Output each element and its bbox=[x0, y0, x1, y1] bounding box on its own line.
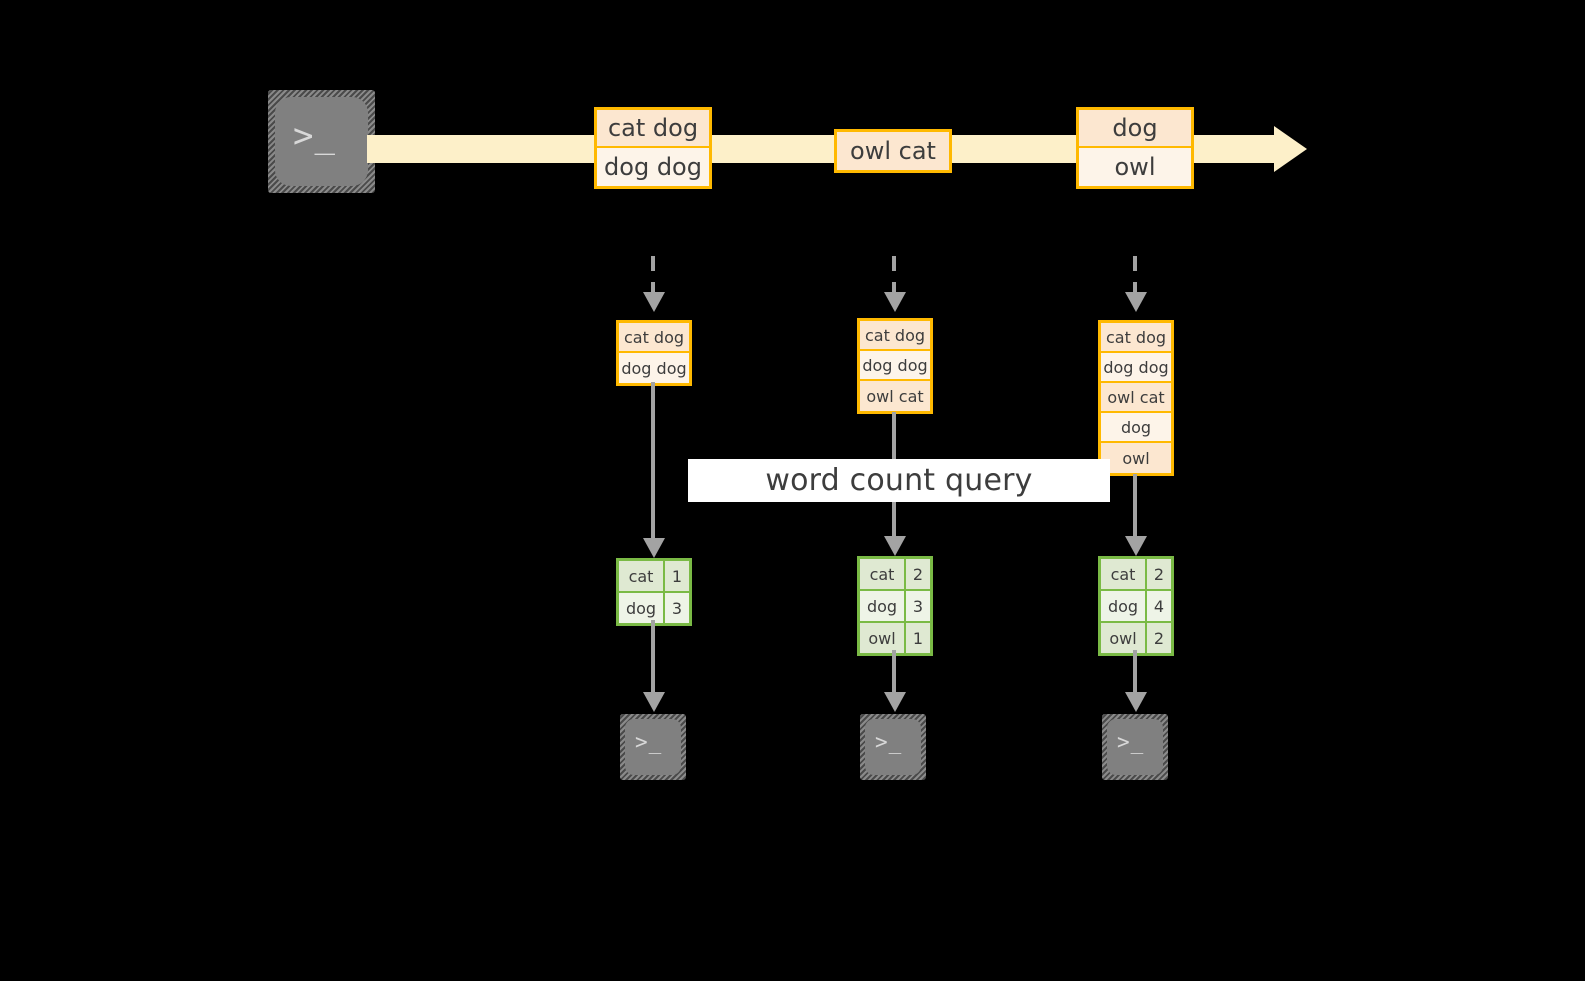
terminal-face: >_ bbox=[1107, 719, 1163, 775]
snapshot-3-input-table: cat dog dog dog owl cat dog owl bbox=[1098, 320, 1174, 476]
solid-connector-3b bbox=[1133, 650, 1137, 700]
dashed-connector-2-arrowhead-icon bbox=[884, 292, 906, 312]
snapshot-input-line: dog dog bbox=[619, 353, 689, 383]
terminal-prompt-glyph: >_ bbox=[875, 730, 903, 754]
dashed-connector-1-arrowhead-icon bbox=[643, 292, 665, 312]
result-row: cat 2 bbox=[860, 559, 930, 591]
solid-connector-1a bbox=[651, 382, 655, 550]
stream-batch-line: cat dog bbox=[597, 110, 709, 148]
terminal-prompt-glyph: >_ bbox=[293, 116, 336, 156]
result-row: dog 4 bbox=[1101, 591, 1171, 623]
snapshot-input-line: owl bbox=[1101, 443, 1171, 473]
solid-connector-3a bbox=[1133, 474, 1137, 548]
result-row: dog 3 bbox=[619, 593, 689, 623]
result-word: cat bbox=[860, 559, 906, 589]
result-row: owl 2 bbox=[1101, 623, 1171, 653]
snapshot-1-result-table: cat 1 dog 3 bbox=[616, 558, 692, 626]
snapshot-3-result-table: cat 2 dog 4 owl 2 bbox=[1098, 556, 1174, 656]
terminal-face: >_ bbox=[865, 719, 921, 775]
solid-connector-1a-arrowhead-icon bbox=[643, 538, 665, 558]
dashed-connector-3 bbox=[1133, 256, 1137, 298]
snapshot-input-line: dog dog bbox=[1101, 353, 1171, 383]
result-count: 4 bbox=[1147, 591, 1171, 621]
snapshot-1-sink-terminal-icon: >_ bbox=[620, 714, 686, 780]
snapshot-1-input-table: cat dog dog dog bbox=[616, 320, 692, 386]
result-word: dog bbox=[1101, 591, 1147, 621]
result-count: 3 bbox=[665, 593, 689, 623]
stream-batch-line: dog bbox=[1079, 110, 1191, 148]
result-word: cat bbox=[1101, 559, 1147, 589]
result-word: owl bbox=[1101, 623, 1147, 653]
result-row: dog 3 bbox=[860, 591, 930, 623]
result-count: 2 bbox=[1147, 623, 1171, 653]
terminal-face: >_ bbox=[625, 719, 681, 775]
snapshot-input-line: dog bbox=[1101, 413, 1171, 443]
stream-batch-1: cat dog dog dog bbox=[594, 107, 712, 189]
snapshot-input-line: owl cat bbox=[1101, 383, 1171, 413]
result-count: 2 bbox=[1147, 559, 1171, 589]
stream-batch-line: owl cat bbox=[837, 132, 949, 170]
stream-arrowhead-icon bbox=[1274, 126, 1307, 172]
snapshot-input-line: cat dog bbox=[619, 323, 689, 353]
snapshot-input-line: cat dog bbox=[860, 321, 930, 351]
solid-connector-2b bbox=[892, 650, 896, 700]
result-count: 3 bbox=[906, 591, 930, 621]
snapshot-input-line: cat dog bbox=[1101, 323, 1171, 353]
result-row: cat 2 bbox=[1101, 559, 1171, 591]
dashed-connector-1 bbox=[651, 256, 655, 298]
stream-batch-line: owl bbox=[1079, 148, 1191, 186]
solid-connector-1b bbox=[651, 620, 655, 700]
query-label-text: word count query bbox=[765, 463, 1033, 498]
snapshot-2-input-table: cat dog dog dog owl cat bbox=[857, 318, 933, 414]
result-row: owl 1 bbox=[860, 623, 930, 653]
solid-connector-3b-arrowhead-icon bbox=[1125, 692, 1147, 712]
result-row: cat 1 bbox=[619, 561, 689, 593]
result-count: 1 bbox=[906, 623, 930, 653]
solid-connector-2b-arrowhead-icon bbox=[884, 692, 906, 712]
stream-batch-3: dog owl bbox=[1076, 107, 1194, 189]
snapshot-input-line: owl cat bbox=[860, 381, 930, 411]
stream-batch-line: dog dog bbox=[597, 148, 709, 186]
solid-connector-3a-arrowhead-icon bbox=[1125, 536, 1147, 556]
result-count: 2 bbox=[906, 559, 930, 589]
terminal-prompt-glyph: >_ bbox=[1117, 730, 1145, 754]
result-word: dog bbox=[860, 591, 906, 621]
result-count: 1 bbox=[665, 561, 689, 591]
snapshot-input-line: dog dog bbox=[860, 351, 930, 381]
dashed-connector-2 bbox=[892, 256, 896, 298]
result-word: dog bbox=[619, 593, 665, 623]
dashed-connector-3-arrowhead-icon bbox=[1125, 292, 1147, 312]
solid-connector-1b-arrowhead-icon bbox=[643, 692, 665, 712]
stream-batch-2: owl cat bbox=[834, 129, 952, 173]
source-terminal-icon: >_ bbox=[268, 90, 375, 193]
terminal-face: >_ bbox=[275, 97, 368, 186]
result-word: cat bbox=[619, 561, 665, 591]
snapshot-3-sink-terminal-icon: >_ bbox=[1102, 714, 1168, 780]
snapshot-2-sink-terminal-icon: >_ bbox=[860, 714, 926, 780]
terminal-prompt-glyph: >_ bbox=[635, 730, 663, 754]
query-label-banner: word count query bbox=[688, 459, 1110, 502]
solid-connector-2a-arrowhead-icon bbox=[884, 536, 906, 556]
snapshot-2-result-table: cat 2 dog 3 owl 1 bbox=[857, 556, 933, 656]
result-word: owl bbox=[860, 623, 906, 653]
